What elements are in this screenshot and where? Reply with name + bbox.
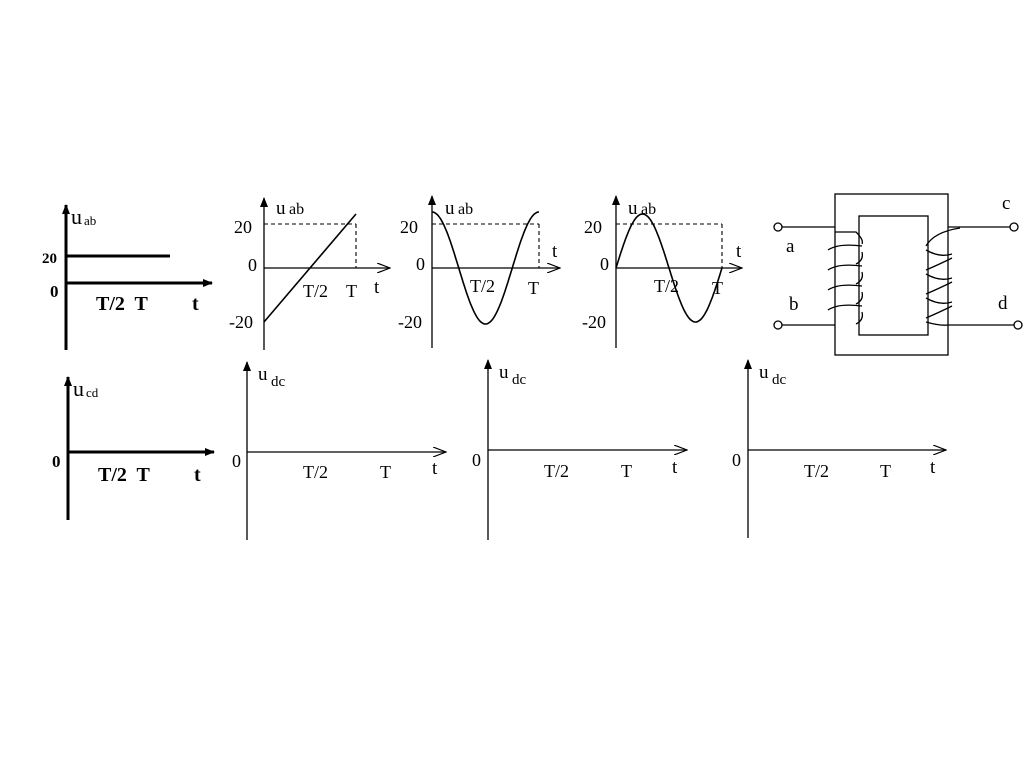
top-2-x-half: T/2: [470, 276, 495, 296]
top-2-origin: 0: [416, 254, 425, 274]
bottom-1-x-var: t: [432, 458, 438, 479]
top-3-y-max: 20: [584, 217, 602, 237]
terminal-c-label: c: [1002, 193, 1010, 214]
bottom-2-x-full: T: [621, 461, 632, 481]
graph-b-y-var: u: [73, 376, 84, 401]
top-2-y-sub: ab: [458, 201, 473, 218]
top-1-x-full: T: [346, 281, 357, 301]
top-3-y-var: u: [628, 198, 638, 219]
graph-a-y-var: u: [71, 204, 82, 229]
bottom-3-x-full: T: [880, 461, 891, 481]
graph-ucd: u cd 0 T/2 T t: [52, 376, 215, 520]
top-1-x-half: T/2: [303, 281, 328, 301]
graph-a-y-tick: 20: [42, 251, 57, 267]
top-1-origin: 0: [248, 255, 257, 275]
top-plot-3: u ab 20 0 -20 T/2 T t: [582, 195, 742, 348]
graph-b-x-var: t: [194, 464, 201, 486]
bottom-1-x-full: T: [380, 462, 391, 482]
terminal-b-label: b: [789, 294, 799, 315]
transformer-core-outer: [834, 193, 949, 356]
top-1-curve: [263, 213, 357, 323]
top-1-y-sub: ab: [289, 201, 304, 218]
terminal-d-dot: [1013, 320, 1023, 330]
bottom-3-x-half: T/2: [804, 461, 829, 481]
top-3-x-full: T: [712, 278, 723, 298]
top-3-x-half: T/2: [654, 276, 679, 296]
bottom-2-y-sub: dc: [512, 372, 527, 388]
top-2-y-min: -20: [398, 312, 422, 332]
bottom-2-x-half: T/2: [544, 461, 569, 481]
top-2-curve: [431, 211, 540, 325]
terminal-c-dot: [1009, 222, 1019, 232]
top-2-y-max: 20: [400, 217, 418, 237]
transformer-core-inner: [858, 215, 929, 336]
top-3-y-min: -20: [582, 312, 606, 332]
bottom-3-y-sub: dc: [772, 372, 787, 388]
top-1-y-max: 20: [234, 217, 252, 237]
top-3-curve: [615, 213, 723, 323]
bottom-3-origin: 0: [732, 450, 741, 470]
top-2-y-var: u: [445, 198, 455, 219]
graph-b-origin: 0: [52, 452, 61, 471]
bottom-plot-2: u dc 0 T/2 T t: [472, 359, 687, 540]
secondary-coil: [925, 227, 961, 326]
bottom-plot-3: u dc 0 T/2 T t: [732, 359, 946, 538]
bottom-plot-1: u dc 0 T/2 T t: [232, 361, 446, 540]
terminal-d-label: d: [998, 293, 1008, 314]
terminal-b-dot: [773, 320, 783, 330]
bottom-1-y-sub: dc: [271, 374, 286, 390]
bottom-3-x-var: t: [930, 457, 936, 478]
bottom-2-x-var: t: [672, 457, 678, 478]
graph-a-x-var: t: [192, 293, 199, 315]
top-1-x-var: t: [374, 277, 380, 298]
top-plot-1: u ab 20 0 -20 T/2 T t: [229, 197, 390, 350]
graph-a-x-ticks: T/2 T: [96, 293, 149, 315]
transformer: a b c d: [773, 193, 1023, 356]
bottom-3-y-var: u: [759, 362, 769, 383]
top-3-y-sub: ab: [641, 201, 656, 218]
graph-uab-constant: u ab 20 0 T/2 T t: [42, 204, 213, 350]
top-1-y-var: u: [276, 198, 286, 219]
top-3-x-var: t: [736, 241, 742, 262]
graph-a-origin: 0: [50, 282, 59, 301]
primary-coil: [827, 231, 864, 325]
bottom-1-origin: 0: [232, 451, 241, 471]
graph-a-y-sub: ab: [84, 213, 96, 228]
top-2-x-var: t: [552, 241, 558, 262]
bottom-2-y-var: u: [499, 362, 509, 383]
top-2-x-full: T: [528, 278, 539, 298]
graph-b-y-sub: cd: [86, 385, 99, 400]
top-3-origin: 0: [600, 254, 609, 274]
top-1-y-min: -20: [229, 312, 253, 332]
terminal-a-dot: [773, 222, 783, 232]
terminal-a-label: a: [786, 236, 795, 257]
bottom-1-y-var: u: [258, 364, 268, 385]
bottom-2-origin: 0: [472, 450, 481, 470]
top-plot-2: u ab 20 0 -20 T/2 T t: [398, 195, 560, 348]
bottom-1-x-half: T/2: [303, 462, 328, 482]
graph-b-x-ticks: T/2 T: [98, 464, 151, 486]
